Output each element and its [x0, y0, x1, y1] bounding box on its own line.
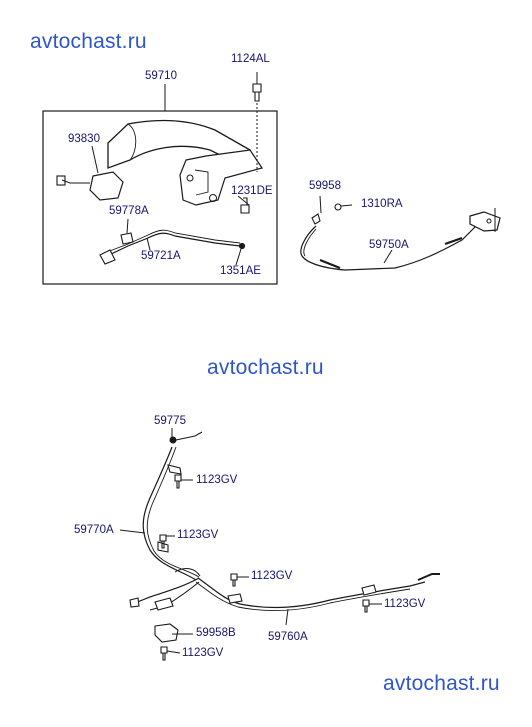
- part-label-59770A[interactable]: 59770A: [74, 524, 114, 536]
- cable-59760A: [197, 577, 426, 609]
- part-label-1123GV[interactable]: 1123GV: [196, 474, 238, 486]
- part-label-1310RA[interactable]: 1310RA: [361, 198, 403, 210]
- part-label-59750A[interactable]: 59750A: [369, 239, 409, 251]
- equalizer-bracket: [469, 211, 501, 232]
- nut-1310RA: [334, 203, 342, 211]
- cable-59721A: [106, 232, 241, 257]
- part-label-59958B[interactable]: 59958B: [196, 627, 236, 639]
- switch-93830: [89, 171, 124, 201]
- part-label-1123GV[interactable]: 1123GV: [251, 570, 293, 582]
- part-label-93830[interactable]: 93830: [68, 133, 100, 145]
- part-label-59710[interactable]: 59710: [145, 70, 177, 82]
- part-label-1124AL[interactable]: 1124AL: [231, 53, 270, 65]
- bolt-1231DE: [240, 197, 250, 214]
- part-label-1123GV[interactable]: 1123GV: [177, 529, 219, 541]
- bolt-1124AL: [252, 83, 262, 102]
- part-label-1231DE[interactable]: 1231DE: [231, 185, 273, 197]
- assembly-frame: [42, 110, 278, 285]
- part-label-59958[interactable]: 59958: [309, 180, 341, 192]
- lever-bracket: [179, 149, 263, 206]
- part-label-1351AE[interactable]: 1351AE: [220, 265, 261, 277]
- watermark-bottom: avtochast.ru: [383, 672, 500, 695]
- part-label-59775[interactable]: 59775: [154, 415, 186, 427]
- watermark-middle: avtochast.ru: [207, 356, 324, 379]
- cable-59750A: [300, 223, 479, 271]
- part-label-59760A[interactable]: 59760A: [268, 631, 308, 643]
- bolt-1123GV: [159, 474, 370, 661]
- part-label-59778A[interactable]: 59778A: [109, 205, 149, 217]
- cable-59770A: [142, 446, 197, 581]
- bracket-59958B: [154, 623, 179, 643]
- part-label-1123GV[interactable]: 1123GV: [384, 598, 426, 610]
- part-label-1123GV[interactable]: 1123GV: [182, 647, 224, 659]
- watermark-top: avtochast.ru: [30, 30, 147, 53]
- part-label-59721A[interactable]: 59721A: [141, 250, 181, 262]
